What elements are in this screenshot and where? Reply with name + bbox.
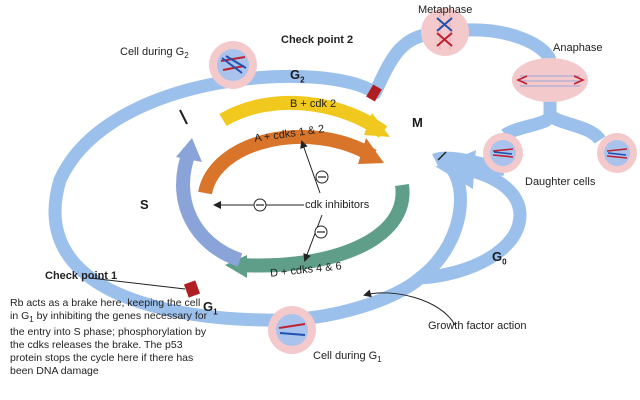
checkpoint-1-label: Check point 1 (45, 270, 118, 282)
rb-note: Rb acts as a brake here, keeping the cel… (10, 297, 208, 378)
arrow-d-cdks46 (239, 184, 410, 273)
ana-to-daughters (501, 100, 606, 145)
growth-factor-arrow (363, 289, 456, 326)
daughter-cells-label: Daughter cells (525, 176, 596, 188)
meta-to-ana (464, 23, 557, 63)
metaphase-label: Metaphase (418, 4, 473, 16)
arrow-a-cdks12 (198, 130, 377, 195)
cell-g1-label: Cell during G1 (313, 350, 382, 365)
cell-g2 (209, 41, 257, 89)
g0-label: G0 (492, 249, 507, 267)
m-label: M (412, 115, 423, 130)
checkpoint-2-marker (366, 84, 382, 102)
g2-label: G2 (290, 67, 305, 85)
growth-factor-label: Growth factor action (428, 320, 527, 332)
checkpoint-1-marker (183, 280, 201, 298)
arrow-b-cdk2 (219, 95, 388, 138)
daughter-cell-right (597, 133, 637, 173)
cell-anaphase (512, 58, 588, 102)
daughter-cell-left (483, 133, 523, 173)
s-label: S (140, 197, 149, 212)
cell-g1 (268, 306, 316, 354)
arrow-b-label: B + cdk 2 (290, 98, 337, 110)
m-path (369, 28, 427, 96)
cdk-inhibitors-label: cdk inhibitors (305, 199, 370, 211)
cell-metaphase (421, 8, 469, 56)
g0-branch (419, 150, 527, 285)
checkpoint-2-label: Check point 2 (281, 34, 354, 46)
g1-label: G1 (203, 299, 218, 317)
g0-loop (415, 153, 467, 284)
cell-g2-label: Cell during G2 (120, 46, 189, 61)
anaphase-label: Anaphase (553, 42, 603, 54)
arrow-e-cdk2 (176, 147, 243, 267)
